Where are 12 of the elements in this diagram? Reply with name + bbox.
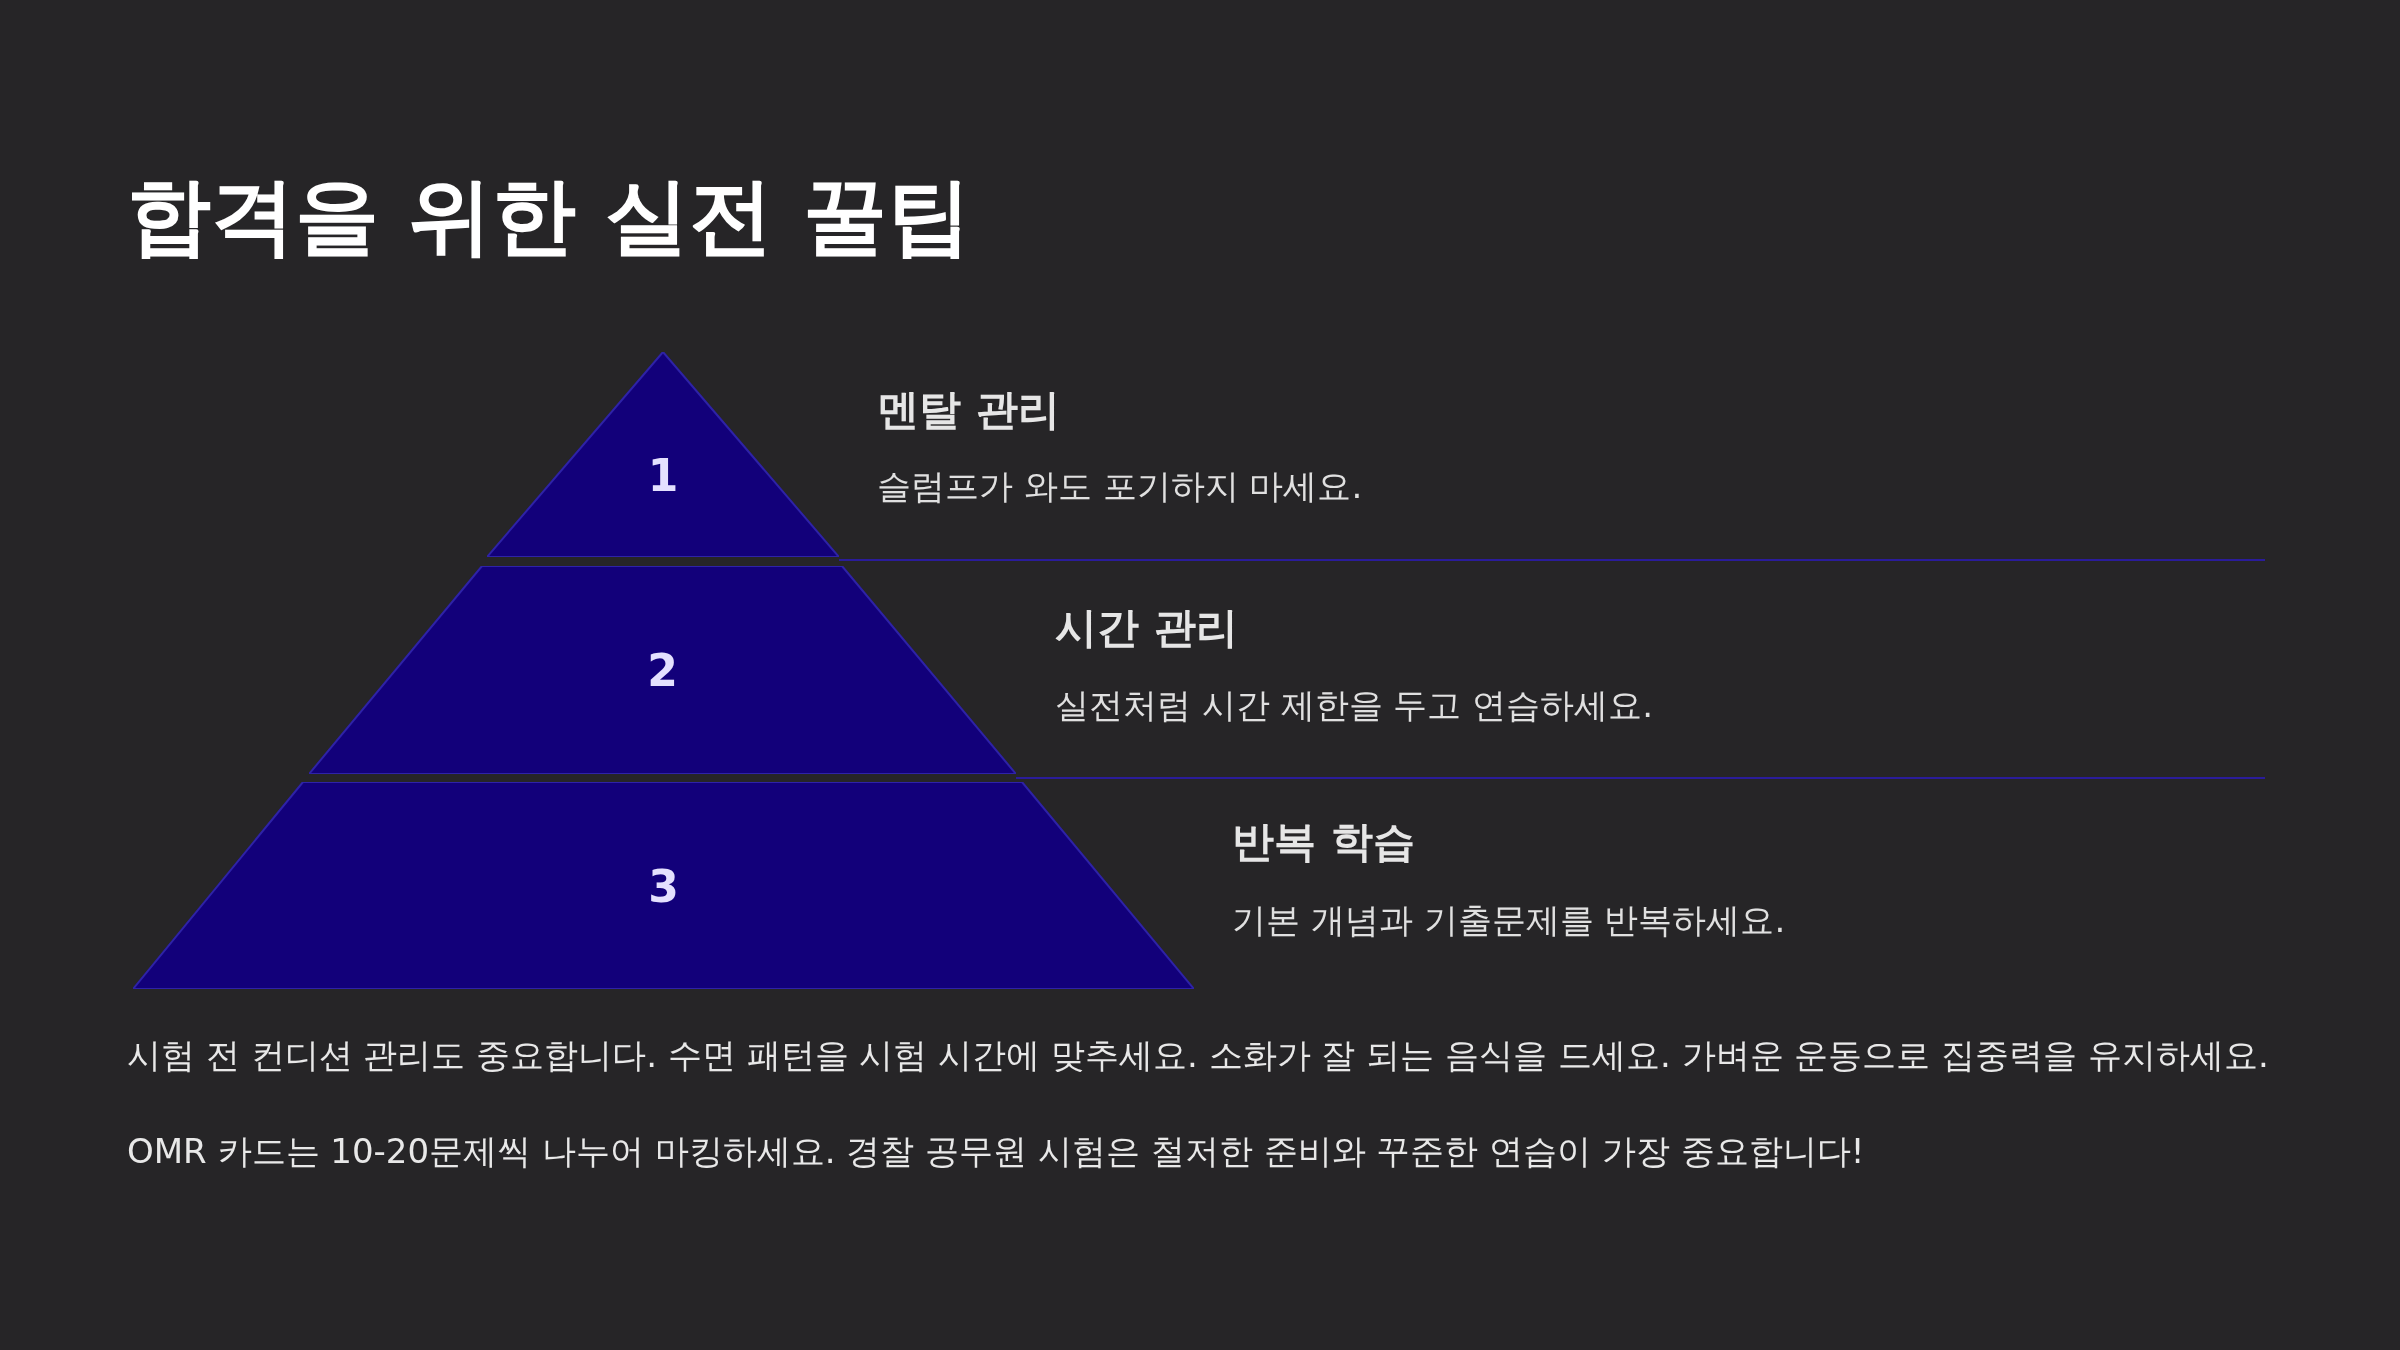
note-paragraph: 시험 전 컨디션 관리도 중요합니다. 수면 패턴을 시험 시간에 맞추세요. 소화가 잘 되는 음식을 드세요. 가벼운 운동으로 집중력을 유지하세요. [127, 1034, 2269, 1077]
tier-number: 3 [648, 860, 679, 911]
tier-heading: 시간 관리 [1055, 602, 1238, 654]
tier-description: 슬럼프가 와도 포기하지 마세요. [877, 465, 1363, 508]
tier-number: 2 [647, 644, 678, 696]
tier-heading: 반복 학습 [1232, 816, 1415, 868]
tier-description: 실전처럼 시간 제한을 두고 연습하세요. [1055, 684, 1654, 727]
tier-description: 기본 개념과 기출문제를 반복하세요. [1232, 899, 1786, 942]
note-paragraph: OMR 카드는 10-20문제씩 나누어 마킹하세요. 경찰 공무원 시험은 철저한 준비와 꾸준한 연습이 가장 중요합니다! [127, 1130, 1865, 1173]
tier-number: 1 [647, 449, 679, 501]
tier-heading: 멘탈 관리 [877, 384, 1060, 436]
slide-title: 합격을 위한 실전 꿀팁 [127, 166, 971, 267]
